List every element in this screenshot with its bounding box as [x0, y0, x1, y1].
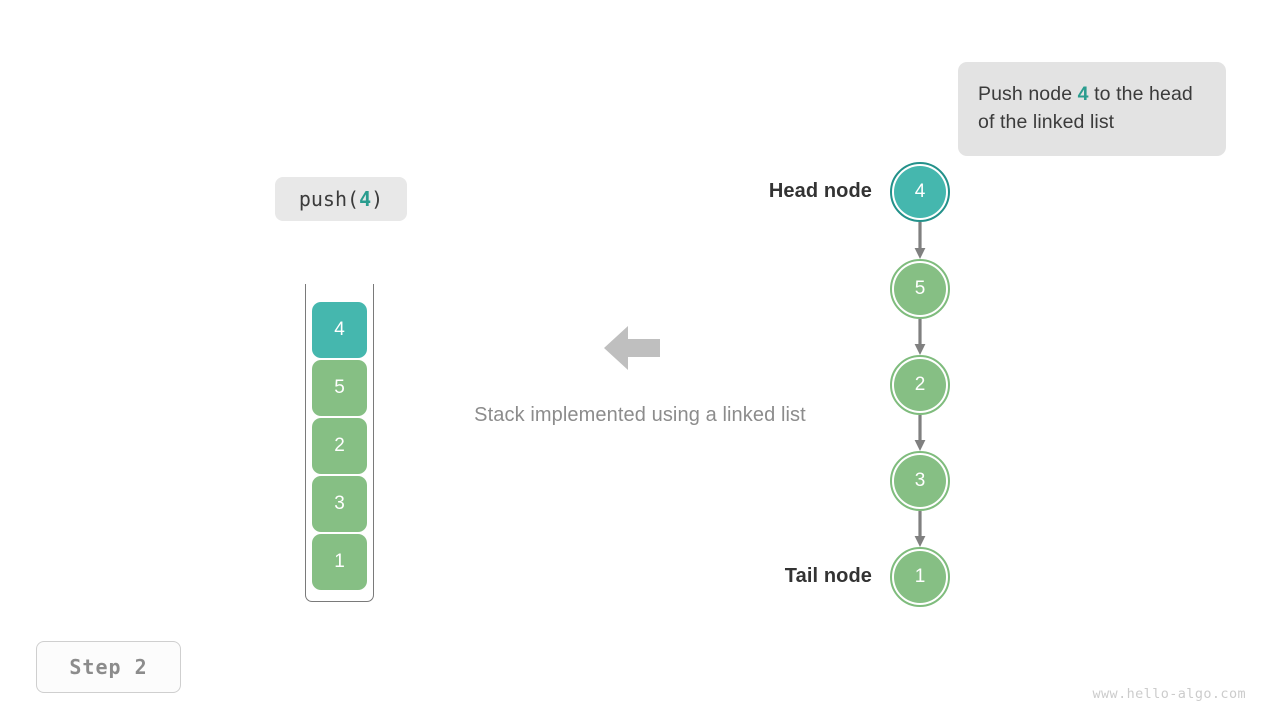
linked-list-node: 4 — [890, 162, 950, 222]
operation-suffix: ) — [371, 187, 384, 211]
stack-cell: 3 — [312, 476, 367, 532]
linked-list-node: 3 — [890, 451, 950, 511]
tail-node-label: Tail node — [784, 565, 872, 587]
linked-list-node: 1 — [890, 547, 950, 607]
stack-cell: 4 — [312, 302, 367, 358]
linked-list-node: 2 — [890, 355, 950, 415]
arrow-down-icon — [913, 511, 927, 547]
node-value: 4 — [894, 166, 946, 218]
operation-prefix: push( — [298, 187, 360, 211]
tooltip-highlight-value: 4 — [1077, 83, 1089, 105]
step-badge: Step 2 — [36, 641, 181, 693]
arrow-down-icon — [913, 222, 927, 259]
node-value: 1 — [894, 551, 946, 603]
node-value: 3 — [894, 455, 946, 507]
push-explanation-tooltip: Push node 4 to the head of the linked li… — [958, 62, 1226, 156]
arrow-down-icon — [913, 319, 927, 355]
tooltip-text-suffix: to the head of the linked list — [978, 83, 1193, 133]
tooltip-text-prefix: Push node — [978, 83, 1078, 105]
arrow-down-icon — [913, 415, 927, 451]
node-value: 5 — [894, 263, 946, 315]
node-value: 2 — [894, 359, 946, 411]
operation-label: push(4) — [275, 177, 407, 221]
operation-value: 4 — [359, 187, 372, 211]
diagram-caption: Stack implemented using a linked list — [474, 404, 806, 426]
stack-cell: 5 — [312, 360, 367, 416]
linked-list-node: 5 — [890, 259, 950, 319]
stack-cell: 2 — [312, 418, 367, 474]
head-node-label: Head node — [768, 180, 872, 202]
arrow-left-icon — [602, 320, 662, 376]
stack-cell: 1 — [312, 534, 367, 590]
watermark: www.hello-algo.com — [1092, 686, 1246, 702]
